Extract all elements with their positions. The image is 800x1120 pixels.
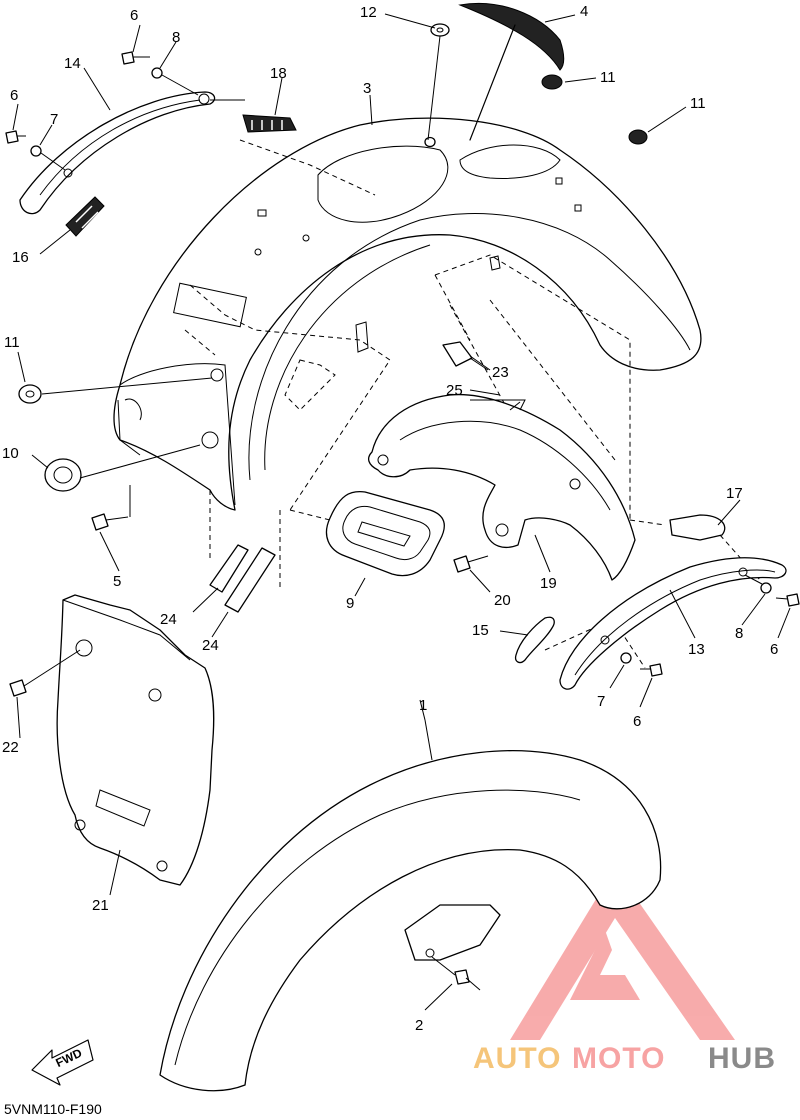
brand-text-1: AUTO bbox=[473, 1042, 561, 1075]
watermark-brand: AUTO MOTO HUB bbox=[473, 1042, 776, 1075]
fwd-arrow-icon: FWD bbox=[31, 1039, 94, 1086]
rear-fender-part bbox=[113, 117, 702, 511]
callout-5: 5 bbox=[113, 573, 121, 590]
part-7-washer-right bbox=[620, 652, 632, 664]
part-7-washer-left bbox=[30, 145, 66, 171]
callout-6: 6 bbox=[633, 713, 641, 730]
part-1-front-fender bbox=[159, 719, 662, 1092]
callout-19: 19 bbox=[540, 575, 557, 592]
part-11 bbox=[18, 74, 648, 404]
part-4 bbox=[458, 2, 565, 141]
part-19-bracket bbox=[367, 393, 636, 581]
callout-13: 13 bbox=[688, 641, 705, 658]
part-22-bolt bbox=[9, 649, 81, 697]
part-21-side-cover bbox=[56, 594, 215, 886]
callout-9: 9 bbox=[346, 595, 354, 612]
callout-8: 8 bbox=[735, 625, 743, 642]
part-17 bbox=[669, 514, 726, 541]
callout-24: 24 bbox=[202, 637, 219, 654]
callout-6: 6 bbox=[130, 7, 138, 24]
callout-14: 14 bbox=[64, 55, 81, 72]
callout-21: 21 bbox=[92, 897, 109, 914]
part-12 bbox=[427, 23, 450, 141]
part-9 bbox=[325, 490, 445, 577]
part-18 bbox=[242, 114, 297, 133]
callout-6: 6 bbox=[770, 641, 778, 658]
part-8-washer-left bbox=[151, 67, 199, 96]
callout-16: 16 bbox=[12, 249, 29, 266]
callout-4: 4 bbox=[580, 3, 588, 20]
part-8-washer-right bbox=[744, 574, 772, 594]
callout-22: 22 bbox=[2, 739, 19, 756]
part-10 bbox=[44, 444, 201, 492]
callout-11: 11 bbox=[690, 95, 706, 112]
callout-8: 8 bbox=[172, 29, 180, 46]
callout-6: 6 bbox=[10, 87, 18, 104]
diagram-code: 5VNM110-F190 bbox=[4, 1101, 102, 1117]
callout-11: 11 bbox=[4, 334, 20, 351]
callout-7: 7 bbox=[50, 111, 58, 128]
part-15 bbox=[514, 616, 555, 664]
callout-1: 1 bbox=[419, 697, 427, 714]
callout-15: 15 bbox=[472, 622, 489, 639]
brand-text-2: MOTO bbox=[572, 1042, 665, 1075]
callout-24: 24 bbox=[160, 611, 177, 628]
callout-18: 18 bbox=[270, 65, 287, 82]
callout-7: 7 bbox=[597, 693, 605, 710]
callout-17: 17 bbox=[726, 485, 743, 502]
brand-text-3: HUB bbox=[708, 1042, 776, 1075]
callout-25: 25 bbox=[446, 382, 463, 399]
callout-10: 10 bbox=[2, 445, 19, 462]
callout-3: 3 bbox=[363, 80, 371, 97]
part-20 bbox=[453, 555, 489, 573]
callout-2: 2 bbox=[415, 1017, 423, 1034]
callout-12: 12 bbox=[360, 4, 377, 21]
leader-lines bbox=[12, 13, 791, 1011]
part-16 bbox=[65, 196, 105, 237]
callout-11: 11 bbox=[600, 69, 616, 86]
part-5 bbox=[91, 485, 131, 531]
part-23 bbox=[442, 341, 491, 371]
part-2-bracket bbox=[404, 904, 501, 991]
part-24-pads bbox=[209, 544, 276, 613]
callout-labels: 1 2 3 4 5 6 6 6 6 7 7 8 8 9 10 11 11 11 … bbox=[2, 3, 778, 1034]
part-6-left-bolts bbox=[5, 51, 150, 144]
part-6-right-bolts bbox=[640, 593, 800, 677]
part-14-rail bbox=[19, 91, 245, 215]
callout-20: 20 bbox=[494, 592, 511, 609]
callout-23: 23 bbox=[492, 364, 509, 381]
part-13-rail bbox=[559, 557, 787, 690]
